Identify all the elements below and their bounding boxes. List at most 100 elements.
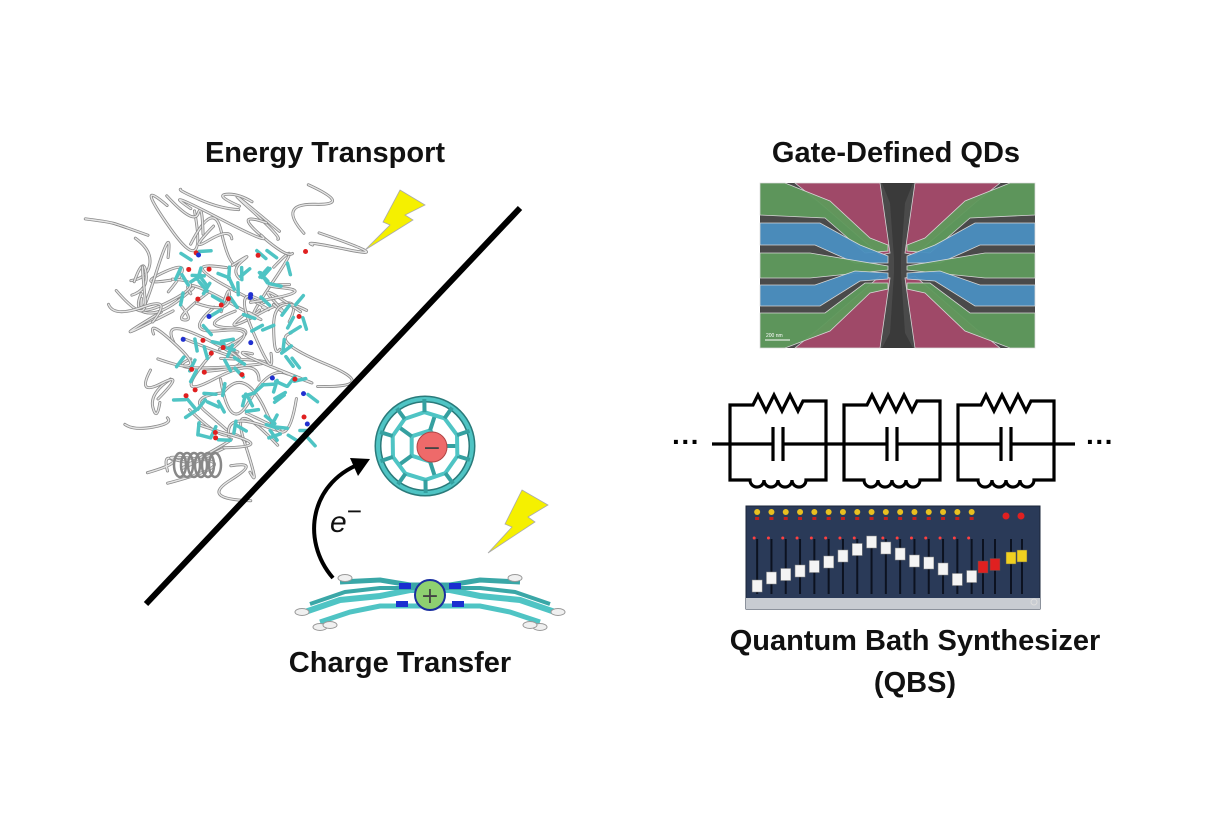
channel-fader [780,568,791,581]
cage-bond [379,430,394,438]
gain-knob [854,509,861,515]
cage-bond [443,454,459,475]
channel-fader [966,570,977,583]
gain-knob [811,509,818,515]
atom [292,376,298,382]
chromophore-bond [285,261,293,277]
chromophore-bond [301,315,309,331]
mute-button [769,517,774,520]
chromophore-bond [193,337,199,353]
cage-bond [404,471,427,482]
chromophore-bond [222,358,233,373]
capacitor-gap [772,441,784,447]
chromophore-bond [285,315,296,330]
ribbon-highlight [129,310,174,333]
cage-bond [456,454,471,462]
gain-knob [768,509,775,515]
quantum-dot-sem-image: 200 nm [759,182,1036,349]
resistor-branch [956,391,1056,444]
barrier-gate-green [759,282,889,349]
chromophore-bond [269,413,279,428]
chromophore-bond [188,369,198,384]
inductor-branch [842,444,942,489]
chromophore-bond [263,414,277,426]
atom [220,345,226,351]
atom [195,296,201,302]
atom [206,314,212,320]
mute-button [941,517,946,520]
qbs-title-line2: (QBS) [874,667,956,699]
channel-fader [852,543,863,556]
channel-fader [823,555,834,569]
audio-mixer-image [745,505,1041,610]
chromophore-bond [196,398,207,412]
master-fader [989,558,1001,571]
chromophore-bond [196,421,201,437]
chromophore-bond [208,308,223,318]
chromophore-bond [250,323,265,333]
energy-transport-title: Energy Transport [205,137,445,169]
atom [255,252,261,258]
mute-button [812,517,817,520]
ribbon-segment [308,231,368,254]
electron-transfer-arrow [312,460,366,580]
channel-fader [809,560,820,573]
ribbon-highlight [151,327,192,367]
chromophore-bond [174,355,186,369]
channel-fader [923,556,934,570]
channel-fader [837,549,849,563]
atom [213,435,219,441]
ribbon-highlight [84,218,149,236]
peak-led [852,536,856,540]
master-knob [1017,512,1025,520]
chromophore-bond [202,345,210,361]
chromophore-bond [185,397,197,411]
gain-knob [754,509,761,515]
gain-knob [925,509,932,515]
chromophore-bond [183,408,198,420]
atom [301,391,307,397]
ribbon-highlight [115,266,146,312]
ribbon-highlight [213,310,247,351]
mute-button [969,517,974,520]
peak-led [752,536,756,540]
cage-bond [442,417,459,437]
master-knob [1002,512,1010,520]
lightning-bolt-icon [487,489,549,554]
depletion-gate-blue [759,222,889,264]
peak-led [924,536,928,540]
chromophore-bond [272,393,286,404]
rlc-circuit-chain [712,391,1075,489]
chromophore-bond [241,312,257,321]
mute-button [826,517,831,520]
mute-button [840,517,845,520]
channel-fader [894,547,906,561]
chromophore-bond [238,267,252,279]
ribbon-highlight [197,423,252,449]
chromophore-bond [216,437,233,443]
master-fader [1016,549,1028,563]
gain-knob [968,509,975,515]
barrier-gate-green [906,282,1036,349]
chromophore-bond [245,393,255,408]
chromophore-bond [265,248,279,260]
ribbon-highlight [198,306,245,351]
chromophore-bond [279,344,294,355]
ribbon-highlight [150,266,184,293]
chromophore-bond [178,291,185,307]
lightning-bolt-icon [364,189,426,251]
atom [212,430,218,436]
chromophore-bond [210,294,225,304]
helix-turn [193,451,209,479]
headphone-jack [1030,598,1038,606]
chromophore-bond [306,392,320,404]
channel-fader [866,535,877,549]
atom [248,340,254,346]
chromophore-bond [252,382,266,395]
ribbon-highlight [236,196,281,240]
protein-ribbon-structure [83,183,368,503]
channel-fader [909,554,920,568]
ribbon-highlight [179,188,240,211]
positive-charge-icon [414,579,446,611]
